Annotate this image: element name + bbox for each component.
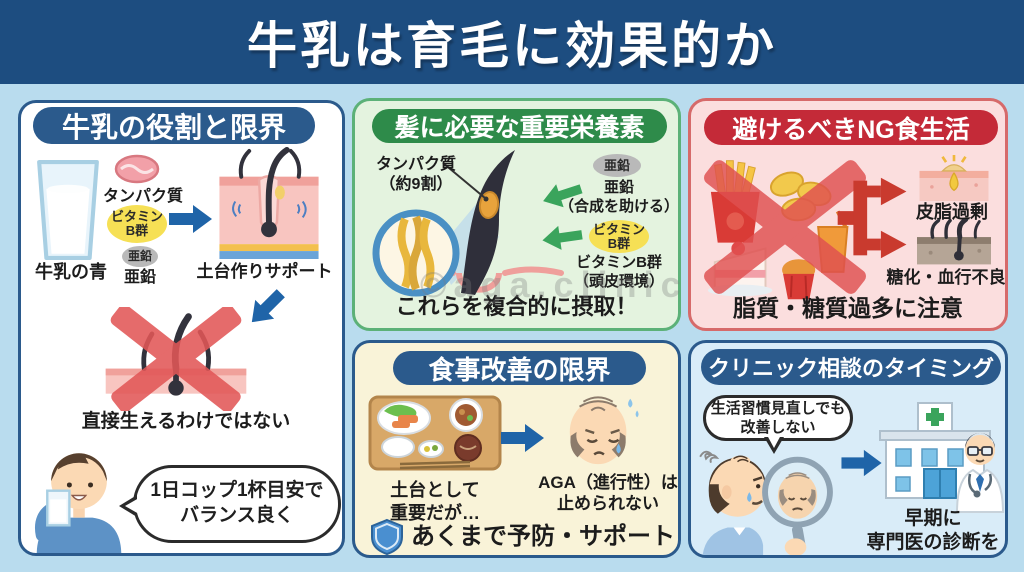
- nutrients-bottom-caption: これらを複合的に摂取！: [395, 294, 638, 319]
- meal-caption: 土台として 重要だが…: [390, 480, 480, 523]
- zinc-label: 亜鉛: [123, 269, 156, 286]
- hair-shaft-structure-icon: [372, 150, 564, 297]
- panel-diet-limit: 食事改善の限界 土台として 重要だが…: [352, 340, 681, 558]
- support-caption: 土台作りサポート: [196, 262, 333, 281]
- green-arrow-left-icon: [542, 225, 583, 250]
- meal-tray-icon: [368, 395, 502, 471]
- no-direct-growth-icon: [105, 307, 247, 411]
- panel-diet-title: 食事改善の限界: [393, 351, 646, 385]
- title-bar: 牛乳は育毛に効果的か: [0, 0, 1024, 84]
- sebum-skin-icon: [919, 155, 989, 201]
- zinc-badge: 亜鉛: [593, 154, 641, 177]
- junk-food-crossed-icon: [704, 160, 866, 300]
- zinc-badge: 亜鉛: [122, 246, 158, 267]
- panel-milk-title: 牛乳の役割と限界: [33, 107, 315, 144]
- hair-protein-label: タンパク質 （約9割）: [375, 156, 456, 193]
- man-looking-mirror-icon: [699, 450, 833, 555]
- panel-ng-diet: 避けるべきNG食生活: [688, 98, 1008, 331]
- arrow-right-icon: [169, 205, 212, 233]
- zinc-role-label: 亜鉛 （合成を助ける）: [558, 179, 679, 215]
- arrow-down-left-icon: [251, 289, 285, 323]
- glycation-skin-icon: [917, 219, 991, 265]
- panel-nutrients: 髪に必要な重要栄養素 タンパク質 （約9割） 亜鉛 亜鉛 （合成を助ける） ビタ…: [352, 98, 681, 331]
- no-improvement-bubble: 生活習慣見直しでも 改善しない: [703, 395, 853, 454]
- hospital-icon: [879, 402, 991, 499]
- ng-bottom-caption: 脂質・糖質過多に注意: [733, 295, 963, 321]
- milk-advice-bubble: 1日コップ1杯目安で バランス良く: [119, 465, 341, 543]
- diet-bottom-caption: あくまで予防・サポート: [411, 523, 675, 550]
- protein-label: タンパク質: [102, 188, 183, 205]
- man-drinking-milk-icon: [35, 453, 122, 553]
- main-title: 牛乳は育毛に効果的か: [247, 18, 777, 74]
- vitamin-role-label: ビタミンB群 （頭皮環境）: [573, 254, 664, 290]
- aga-caption: AGA（進行性）は 止められない: [538, 473, 678, 514]
- vitamin-b-badge: ビタミン B群: [107, 205, 167, 243]
- milk-glass-label: 牛乳の青: [35, 262, 107, 282]
- shield-icon: [371, 518, 403, 555]
- panel-nutrients-title: 髪に必要な重要栄養素: [372, 109, 667, 143]
- limit-caption: 直接生えるわけではない: [81, 411, 291, 432]
- balding-man-icon: [569, 396, 639, 465]
- panel-milk-role: 牛乳の役割と限界 牛乳の青 タンパク質 ビタミン B群 亜鉛 亜鉛: [18, 100, 345, 556]
- panel-ng-title: 避けるべきNG食生活: [704, 110, 998, 145]
- clinic-bottom-caption: 早期に 専門医の診断を: [866, 508, 1000, 553]
- green-arrow-left-icon: [543, 184, 583, 208]
- arrow-right-icon: [501, 424, 544, 452]
- sebum-caption: 皮脂過剰: [916, 202, 988, 222]
- branching-arrow-icon: [837, 177, 907, 259]
- vitamin-b-badge: ビタミン B群: [589, 220, 649, 253]
- meat-icon: [114, 154, 160, 184]
- panel-clinic-timing: クリニック相談のタイミング 生活習慣見直しでも 改善しない: [688, 340, 1008, 558]
- doctor-icon: [955, 433, 1005, 513]
- arrow-right-icon: [841, 449, 882, 477]
- milk-glass-icon: [37, 160, 99, 260]
- scalp-follicle-icon: [219, 147, 319, 259]
- glycation-caption: 糖化・血行不良: [886, 268, 1006, 287]
- panel-clinic-title: クリニック相談のタイミング: [701, 349, 1001, 385]
